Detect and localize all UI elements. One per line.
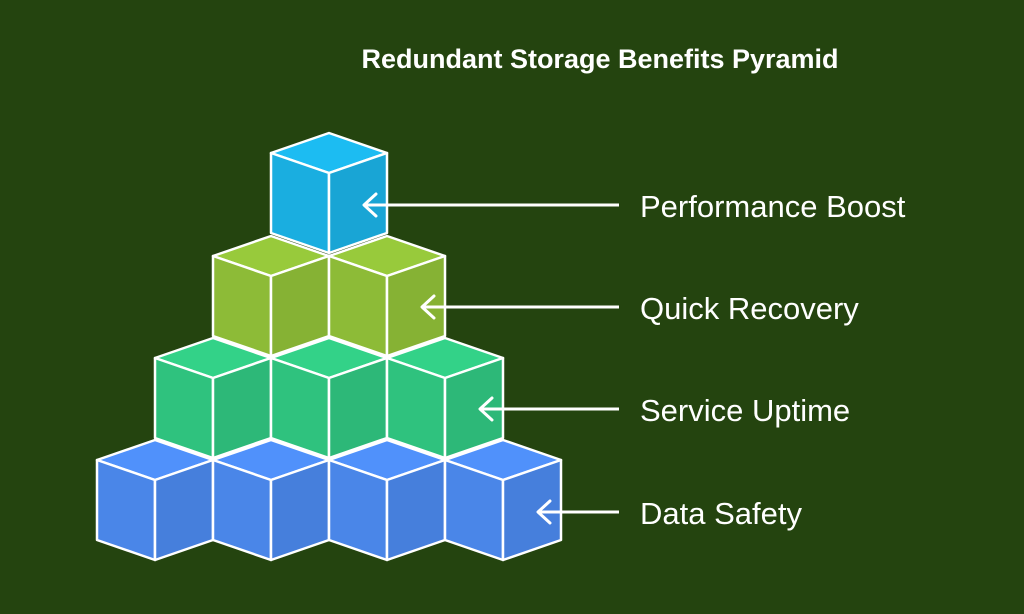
cube-tier3-1 [153,336,273,460]
cube-right-face [443,356,505,460]
cube-tier2-1 [211,234,331,358]
diagram-title-container: Redundant Storage Benefits Pyramid [300,44,900,75]
tier-arrow-head-3 [478,396,494,422]
cube-tier2-2 [327,234,447,358]
cube-right-face [327,151,389,255]
cube-tier3-2 [269,336,389,460]
diagram-title: Redundant Storage Benefits Pyramid [361,44,839,74]
tier-arrows [362,192,619,525]
cube-tier4-2 [211,438,331,562]
tier-label-data-safety: Data Safety [640,496,802,531]
tier-label-quick-recovery: Quick Recovery [640,291,859,326]
tier-label-performance-boost: Performance Boost [640,189,906,224]
tier-label-service-uptime: Service Uptime [640,393,850,428]
tier-arrow-head-2 [420,294,436,320]
cube-tier4-1 [95,438,215,562]
cube-right-face [501,458,563,562]
cube-tier3-3 [385,336,505,460]
tier-labels: Performance Boost Quick Recovery Service… [640,189,906,531]
cube-right-face [385,254,447,358]
cube-tier4-4 [443,438,563,562]
tier-arrow-head-4 [536,499,552,525]
cube-tier4-3 [327,438,447,562]
cube-tier1-1 [269,131,389,255]
cube-pyramid [95,131,563,562]
tier-arrow-head-1 [362,192,378,218]
